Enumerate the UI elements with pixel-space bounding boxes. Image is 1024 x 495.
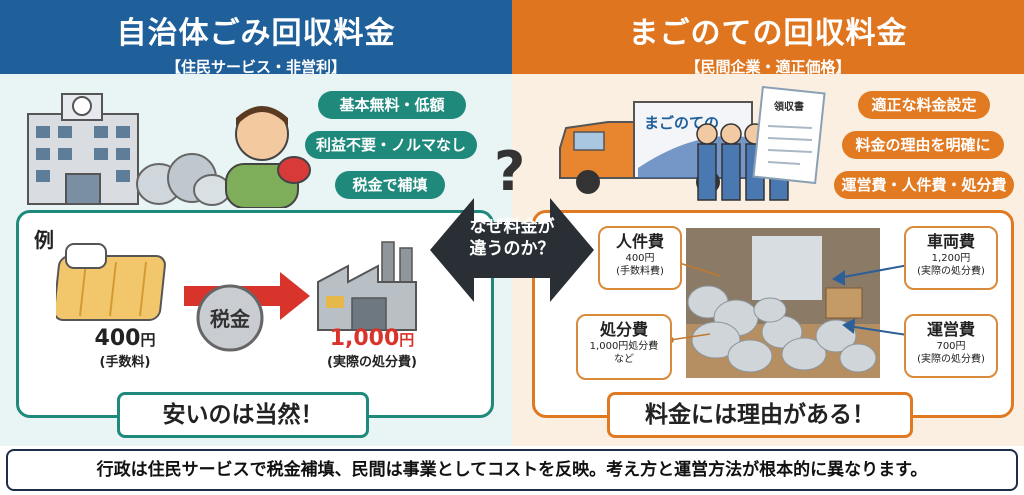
callout-operating-line1: 700円: [936, 341, 966, 352]
trash-bags-icon: [136, 153, 231, 206]
left-subtitle: 【住民サービス・非営利】: [165, 58, 346, 76]
callout-vehicle-line1: 1,200円: [931, 253, 971, 264]
callout-vehicle-title: 車両費: [926, 232, 975, 251]
question-mark: ?: [494, 140, 526, 203]
city-hall-illustration: [27, 93, 311, 208]
right-title: まごのての回収料金: [628, 16, 908, 51]
right-point-2: 料金の理由を明確に: [842, 131, 1004, 159]
callout-operating-cost: 運営費 700円 (実際の処分費): [904, 314, 998, 378]
left-banner: 安いのは当然！: [117, 392, 369, 438]
receipt-icon: 領収書: [752, 86, 826, 185]
center-arrow-text: なぜ料金が 違うのか？: [430, 216, 594, 260]
callout-operating-line2: (実際の処分費): [917, 354, 985, 365]
left-point-1: 基本無料・低額: [318, 91, 466, 119]
callout-disposal-line2: など: [614, 354, 634, 365]
fee-note: (手数料): [99, 355, 151, 370]
callout-labor-line1: 400円: [625, 253, 655, 264]
resident-man-icon: [225, 106, 311, 208]
receipt-title: 領収書: [773, 100, 804, 113]
right-point-1: 適正な料金設定: [858, 91, 990, 119]
right-header: まごのての回収料金 【民間企業・適正価格】: [512, 0, 1024, 76]
city-hall-icon: [27, 93, 139, 205]
fee-amount: 400: [94, 326, 141, 351]
room-with-garbage-photo: [686, 228, 880, 378]
actual-price: 1,000円 (実際の処分費): [312, 326, 432, 370]
tax-arrow-icon: 税金: [184, 272, 310, 352]
actual-note: (実際の処分費): [327, 355, 417, 370]
footer-summary: 行政は住民サービスで税金補填、民間は事業としてコストを反映。考え方と運営方法が根…: [6, 449, 1018, 491]
actual-unit: 円: [399, 331, 415, 349]
right-point-3: 運営費・人件費・処分費: [834, 171, 1014, 199]
left-point-3: 税金で補填: [335, 171, 445, 199]
callout-connector-lines: [666, 256, 915, 344]
callout-operating-title: 運営費: [926, 320, 975, 339]
truck-staff-illustration: まごのての: [559, 101, 790, 201]
double-arrow-icon: [430, 198, 594, 302]
callout-disposal-cost: 処分費 1,000円処分費 など: [576, 314, 672, 380]
arrow-text-line1: なぜ料金が: [469, 217, 555, 237]
right-subtitle: 【民間企業・適正価格】: [685, 58, 851, 76]
example-label: 例: [34, 228, 54, 252]
callout-vehicle-cost: 車両費 1,200円 (実際の処分費): [904, 226, 998, 290]
callout-disposal-title: 処分費: [599, 320, 648, 339]
callout-vehicle-line2: (実際の処分費): [917, 266, 985, 277]
tax-coin-label: 税金: [210, 307, 251, 331]
actual-amount: 1,000: [329, 326, 400, 351]
futon-icon: [56, 243, 166, 321]
callout-disposal-line1: 1,000円処分費: [589, 341, 659, 352]
right-banner: 料金には理由がある！: [607, 392, 913, 438]
left-point-2: 利益不要・ノルマなし: [305, 131, 477, 159]
callout-labor-line2: (手数料費): [616, 266, 664, 277]
left-title: 自治体ごみ回収料金: [116, 16, 396, 51]
arrow-text-line2: 違うのか？: [469, 239, 555, 259]
factory-icon: [317, 241, 417, 331]
callout-labor-cost: 人件費 400円 (手数料費): [598, 226, 682, 290]
fee-price: 400円 (手数料): [70, 326, 180, 370]
fee-unit: 円: [140, 331, 156, 349]
callout-labor-title: 人件費: [615, 232, 664, 251]
left-header: 自治体ごみ回収料金 【住民サービス・非営利】: [0, 0, 512, 76]
